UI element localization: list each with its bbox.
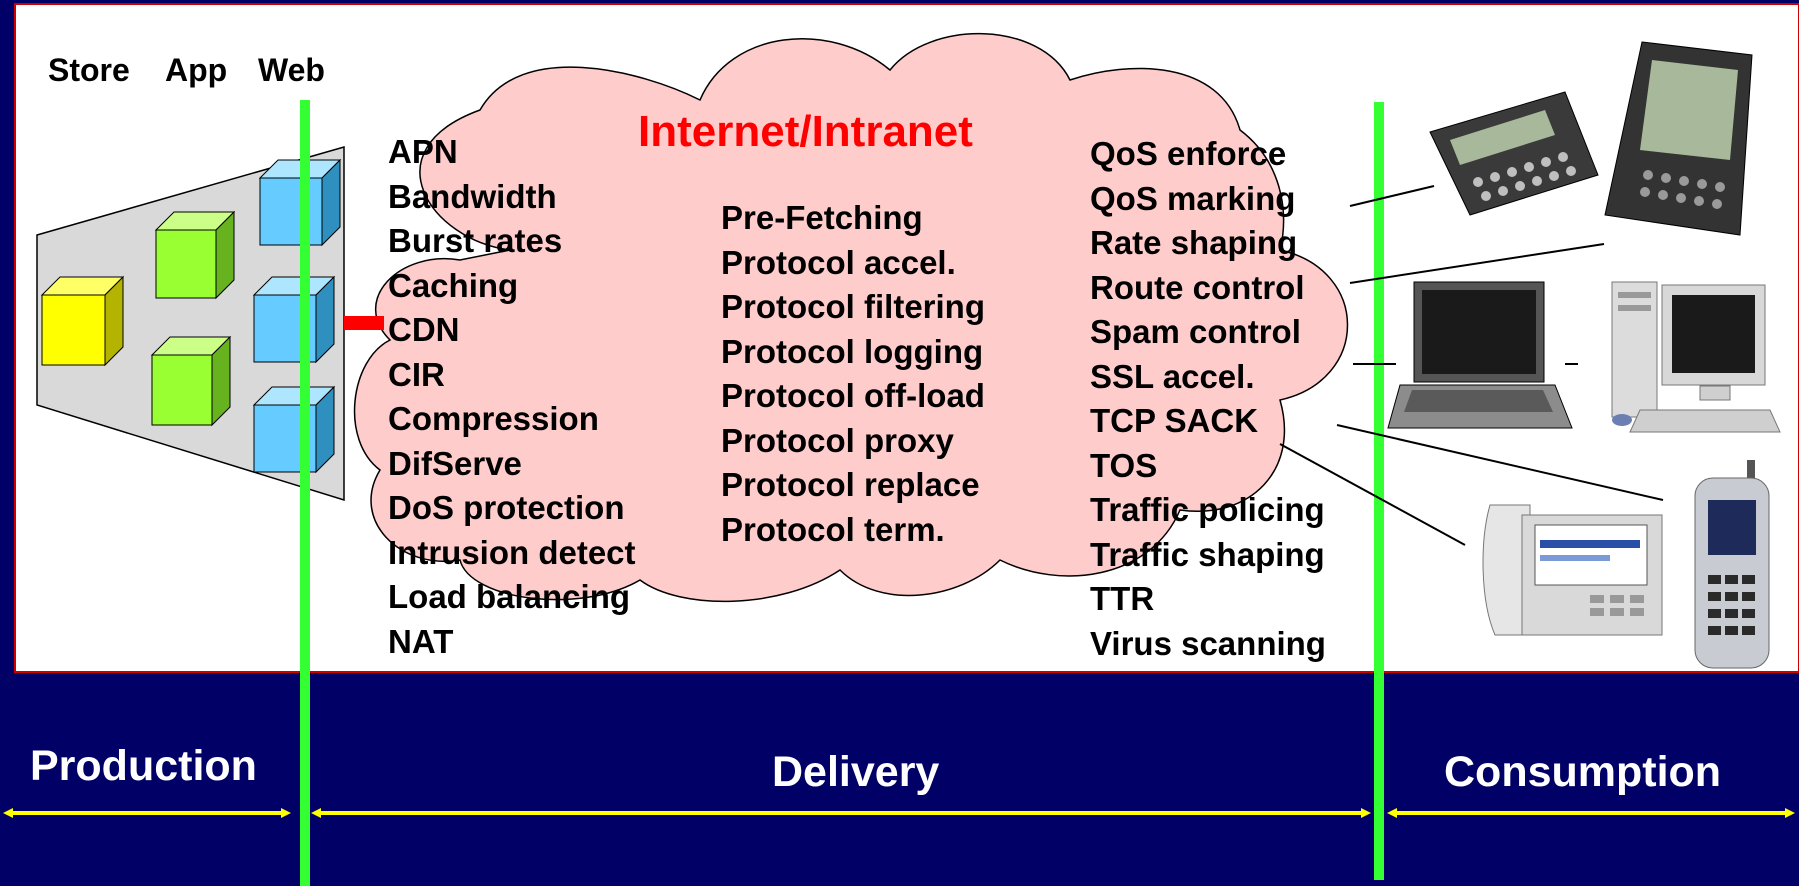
- feature-item: Compression: [388, 400, 599, 437]
- feature-item: DoS protection: [388, 489, 625, 526]
- production-features-list: APN Bandwidth Burst rates Caching CDN CI…: [388, 130, 636, 664]
- delivery-consumption-boundary: [1374, 102, 1384, 880]
- ip-phone-icon: [1482, 504, 1663, 636]
- feature-item: Protocol filtering: [721, 288, 985, 325]
- tier-label-store: Store: [48, 52, 130, 88]
- feature-item: Traffic shaping: [1090, 535, 1325, 573]
- zone-label-production: Production: [30, 742, 257, 790]
- feature-item: QoS enforce: [1090, 135, 1287, 172]
- feature-item: CIR: [388, 355, 445, 393]
- protocol-features-list: Pre-Fetching Protocol accel. Protocol fi…: [721, 196, 985, 552]
- laptop-icon: [1387, 281, 1573, 429]
- feature-item: Bandwidth: [388, 177, 557, 215]
- feature-item: Route control: [1090, 268, 1305, 306]
- device-links: [1279, 185, 1664, 546]
- feature-item: Caching: [388, 266, 519, 304]
- zone-label-delivery: Delivery: [772, 748, 940, 796]
- feature-item: Protocol term.: [721, 510, 945, 548]
- feature-item: Pre-Fetching: [721, 199, 923, 236]
- feature-item: SSL accel.: [1090, 357, 1255, 395]
- feature-item: DifServe: [388, 444, 522, 482]
- network-link: [344, 316, 384, 330]
- feature-item: Virus scanning: [1090, 624, 1326, 662]
- tier-label-app: App: [165, 52, 228, 88]
- consumption-features-list: QoS enforce QoS marking Rate shaping Rou…: [1090, 132, 1326, 666]
- cloud-title: Internet/Intranet: [638, 107, 973, 156]
- app-cube-top: [154, 210, 236, 300]
- feature-item: APN: [388, 133, 458, 170]
- feature-item: Protocol off-load: [721, 377, 985, 414]
- feature-item: Protocol proxy: [721, 421, 954, 459]
- feature-item: Protocol replace: [721, 466, 980, 503]
- feature-item: Protocol logging: [721, 332, 984, 370]
- store-cube: [40, 275, 125, 367]
- feature-item: QoS marking: [1090, 179, 1296, 217]
- feature-item: Load balancing: [388, 578, 631, 615]
- feature-item: TTR: [1090, 580, 1155, 617]
- feature-item: Traffic policing: [1090, 491, 1325, 528]
- feature-item: Intrusion detect: [388, 533, 636, 571]
- feature-item: CDN: [388, 311, 460, 348]
- tier-label-web: Web: [258, 52, 325, 88]
- feature-item: Protocol accel.: [721, 243, 956, 281]
- desktop-pc-icon: [1611, 281, 1781, 433]
- feature-item: NAT: [388, 622, 454, 660]
- web-cube-3: [252, 385, 336, 474]
- handheld-pda-icon: [1604, 41, 1753, 236]
- feature-item: Burst rates: [388, 222, 563, 259]
- feature-item: Spam control: [1090, 313, 1301, 350]
- feature-item: TCP SACK: [1090, 402, 1259, 439]
- internet-cloud: [353, 33, 1349, 603]
- feature-item: Rate shaping: [1090, 224, 1298, 261]
- feature-item: TOS: [1090, 446, 1158, 484]
- zone-label-consumption: Consumption: [1444, 748, 1722, 796]
- pager-icon: [1429, 91, 1599, 216]
- production-delivery-boundary: [300, 100, 310, 886]
- mobile-phone-icon: [1694, 460, 1770, 669]
- web-cube-2: [252, 275, 336, 364]
- app-cube-bottom: [150, 335, 232, 427]
